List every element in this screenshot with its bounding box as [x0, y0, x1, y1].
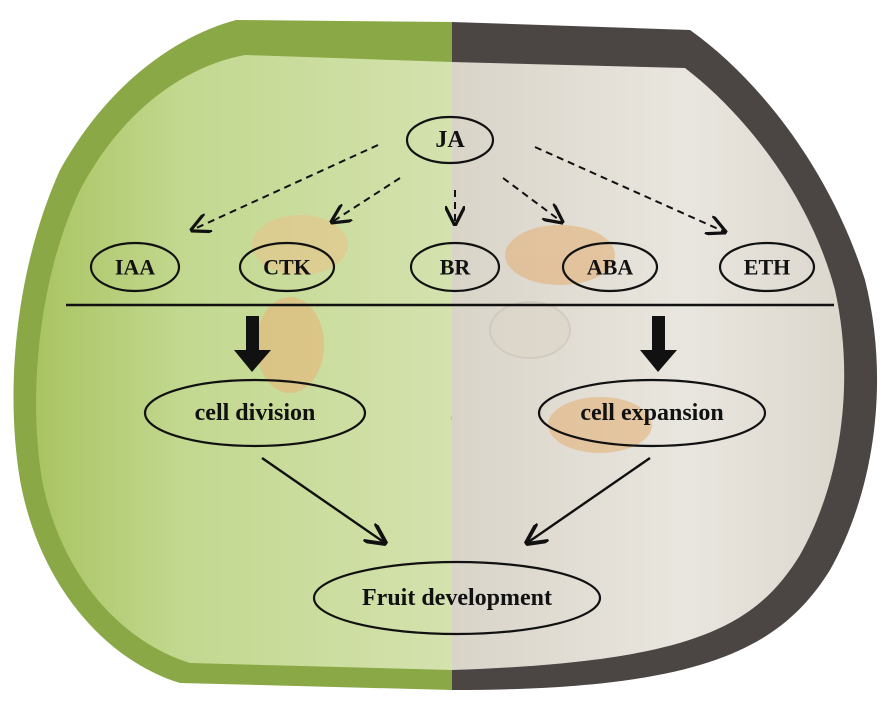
node-cell-expansion: cell expansion	[537, 378, 767, 448]
node-ctk: CTK	[238, 241, 336, 293]
node-ctk-label: CTK	[263, 255, 311, 280]
process-to-outcome-arrows	[261, 457, 651, 543]
node-br: BR	[409, 241, 501, 293]
hormone-nodes: IAA CTK BR ABA ETH	[89, 241, 816, 293]
node-aba: ABA	[561, 241, 659, 293]
arrow-ja-to-eth	[534, 146, 725, 232]
arrow-ja-to-ctk	[332, 177, 401, 222]
arrow-division-to-fruit	[261, 457, 385, 543]
node-eth-label: ETH	[744, 255, 790, 280]
node-cell-division-label: cell division	[195, 400, 316, 426]
block-arrow-left	[234, 316, 271, 372]
block-arrow-right	[640, 316, 677, 372]
ja-to-hormone-arrows	[192, 144, 725, 232]
arrow-ja-to-aba	[502, 177, 562, 222]
arrow-ja-to-iaa	[192, 144, 379, 230]
node-fruit-development: Fruit development	[312, 560, 602, 636]
seed-shapes	[252, 215, 652, 453]
node-ja-label: JA	[435, 127, 465, 153]
node-eth: ETH	[718, 241, 816, 293]
node-iaa-label: IAA	[115, 255, 155, 280]
arrow-expansion-to-fruit	[527, 457, 651, 543]
node-fruit-development-label: Fruit development	[362, 585, 552, 611]
node-iaa: IAA	[89, 241, 181, 293]
node-cell-division: cell division	[143, 378, 367, 448]
node-aba-label: ABA	[587, 255, 634, 280]
node-cell-expansion-label: cell expansion	[580, 400, 723, 426]
node-ja: JA	[405, 115, 495, 165]
node-br-label: BR	[440, 255, 472, 280]
